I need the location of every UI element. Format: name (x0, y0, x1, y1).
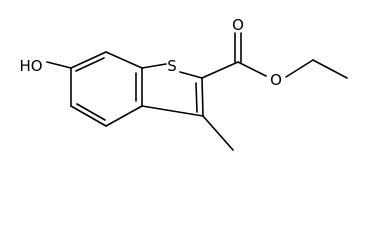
substituents (46, 32, 348, 151)
thiophene-ring (141, 63, 204, 117)
sulfur-atom-label: S (167, 57, 177, 75)
bond-ch2-ch3 (312, 59, 348, 79)
bond-c2-c3 (201, 77, 204, 117)
double-bond-c2-c3-inner (195, 82, 198, 113)
bond-c5-c4 (70, 105, 107, 127)
ester-oxygen-label: O (270, 71, 282, 89)
bond-c7a-s (141, 63, 167, 69)
carbonyl-oxygen-label: O (232, 16, 244, 34)
bond-ester-oxygen-ch2 (285, 59, 314, 78)
bond-c3-methyl (202, 115, 234, 151)
bond-c2-carbonyl-carbon (201, 61, 239, 79)
benzene-ring (70, 51, 143, 127)
bond-c3-c3a (141, 105, 204, 117)
bond-c6-oh (46, 61, 72, 69)
bond-carbonyl-carbon-ester-oxygen (237, 61, 267, 77)
hydroxyl-label: HO (19, 57, 42, 75)
bond-c7a-c7 (105, 51, 143, 69)
bond-c7-c6 (70, 51, 107, 69)
double-bond-c7-c6-inner (75, 57, 105, 72)
bond-s-c2 (179, 71, 203, 79)
bond-c4-c3a (105, 105, 143, 127)
double-bond-c5-c4-inner (76, 103, 106, 121)
chemical-structure-diagram: HO S O O (19, 16, 348, 151)
